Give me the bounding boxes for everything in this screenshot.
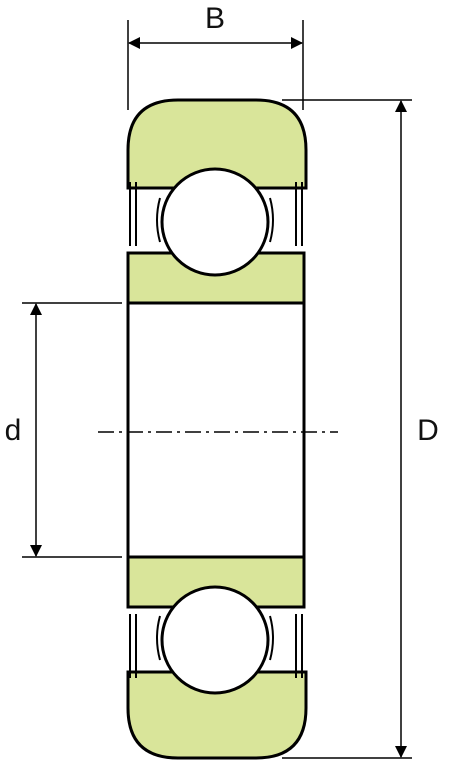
width-label: B [205, 2, 225, 35]
outer-diameter-label: D [417, 414, 439, 447]
dimension-width: B [127, 2, 304, 110]
shield-left-top [129, 182, 137, 246]
ball-bottom [160, 585, 270, 695]
bore-section [98, 303, 338, 557]
ball-top [160, 167, 270, 277]
shield-right-top [295, 182, 303, 246]
cage-left-bottom [156, 615, 161, 661]
dimension-outer-diameter: D [282, 99, 439, 759]
shield-left-bottom [129, 614, 137, 678]
upper-bearing-section [126, 98, 308, 305]
lower-bearing-section [126, 555, 308, 760]
cage-right-top [269, 197, 274, 243]
dimension-bore: d [5, 302, 122, 558]
bore-label: d [5, 414, 22, 447]
outer-ring-bottom [126, 670, 308, 760]
shield-right-bottom [295, 614, 303, 678]
cage-right-bottom [269, 615, 274, 661]
outer-ring-top [126, 98, 308, 190]
cage-left-top [156, 197, 161, 243]
